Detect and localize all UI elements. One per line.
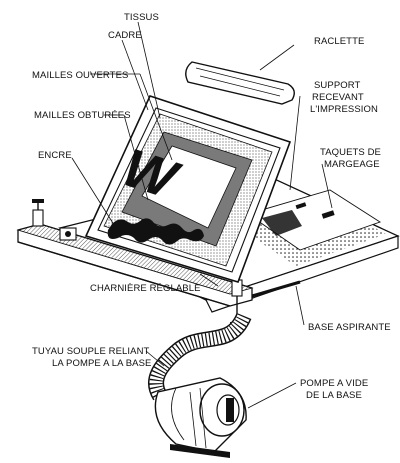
label-encre: ENCRE [38, 150, 72, 161]
vacuum-pump [154, 377, 247, 458]
registration-tab [321, 210, 335, 219]
leader-lines [71, 21, 333, 409]
label-tissus: TISSUS [124, 12, 159, 23]
label-charniere: CHARNIÈRE RÉGLABLE [90, 283, 201, 294]
registration-tab [295, 202, 307, 210]
label-base-aspirante: BASE ASPIRANTE [308, 322, 391, 333]
label-raclette: RACLETTE [314, 36, 364, 47]
hinge-clamp-center [59, 227, 77, 241]
label-cadre: CADRE [108, 30, 142, 41]
label-pompe-2: DE LA BASE [306, 390, 362, 401]
label-support-2: RECEVANT [312, 92, 364, 103]
label-tuyau-1: TUYAU SOUPLE RELIANT [32, 346, 150, 357]
ink-blobs [107, 218, 204, 245]
label-support-1: SUPPORT [314, 80, 361, 91]
vacuum-hose [148, 312, 252, 401]
printed-image [262, 210, 302, 236]
label-taquets-2: MARGEAGE [324, 159, 380, 170]
label-support-3: L'IMPRESSION [310, 104, 378, 115]
hinge-rail [16, 199, 301, 327]
label-mailles-ouvertes: MAILLES OUVERTES [32, 70, 128, 81]
open-mesh [141, 145, 237, 229]
pump-intake [226, 398, 234, 422]
screen-frame: W [84, 95, 292, 283]
squeegee [185, 61, 295, 105]
label-tuyau-2: LA POMPE A LA BASE [52, 358, 152, 369]
label-mailles-obturees: MAILLES OBTURÉES [34, 110, 131, 121]
labels: TISSUS CADRE RACLETTE MAILLES OUVERTES S… [32, 12, 391, 401]
label-pompe-1: POMPE A VIDE [300, 378, 368, 389]
print-support [246, 189, 382, 251]
hinge-clamp-left [32, 199, 44, 227]
label-taquets-1: TAQUETS DE [320, 147, 381, 158]
